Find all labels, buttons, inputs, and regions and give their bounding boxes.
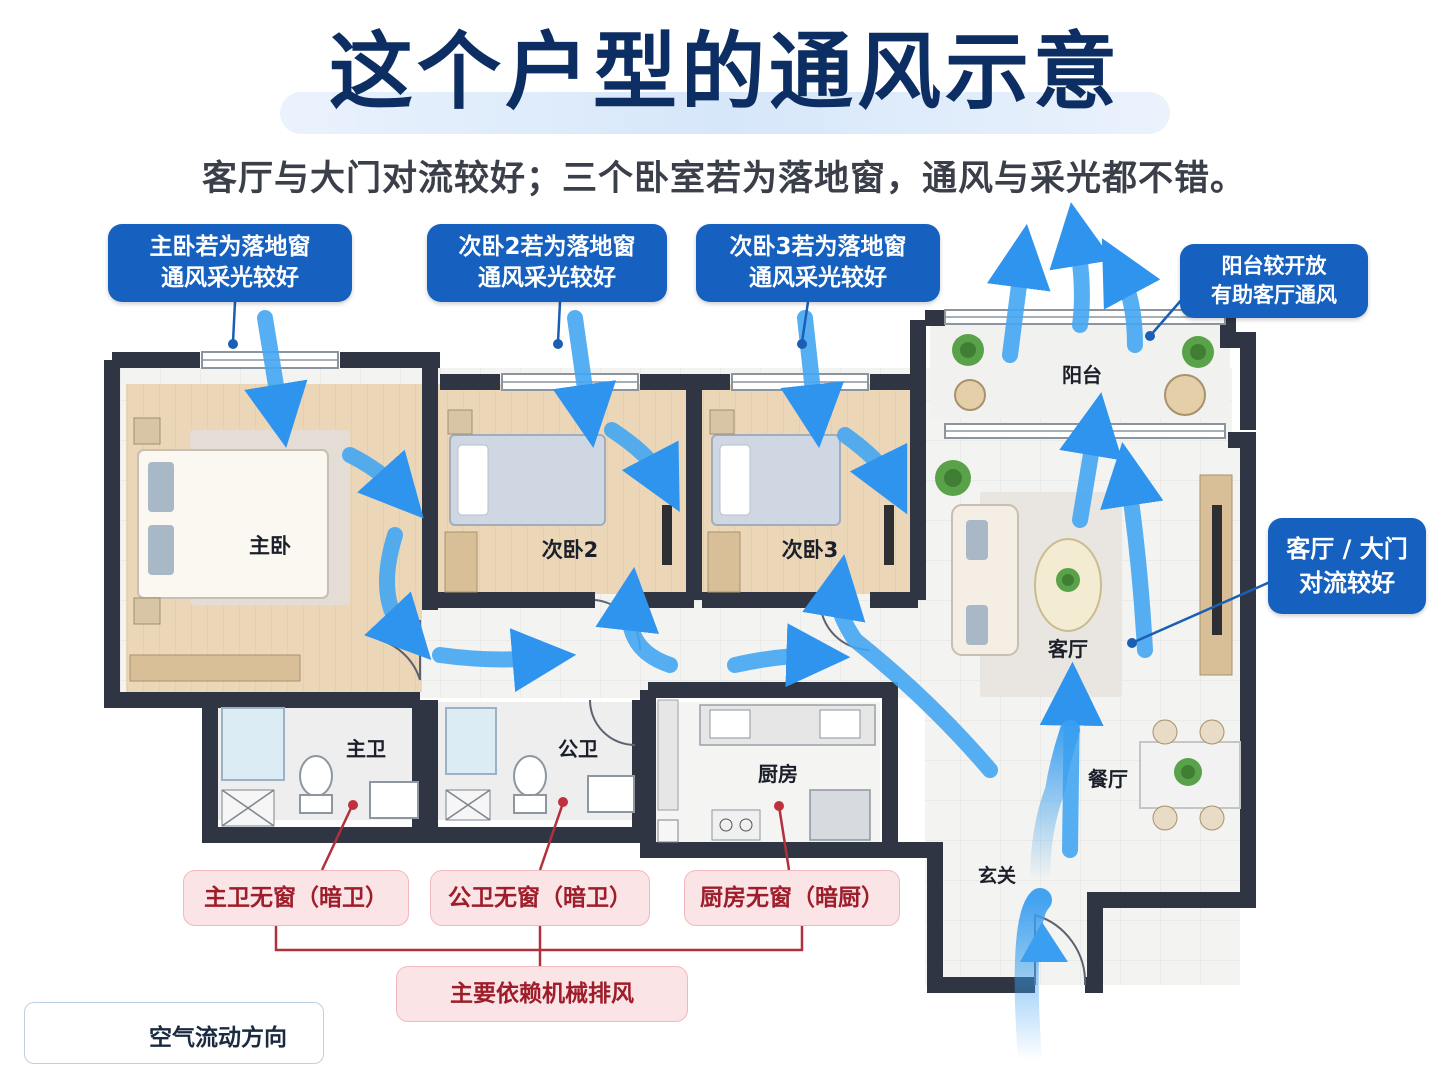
room-label-balcony: 阳台 [1062,363,1102,387]
callout-bedroom3: 次卧3若为落地窗通风采光较好 [696,224,940,302]
plant-icon [935,334,1214,786]
callout-dots [228,331,1155,648]
warning-public-bath: 公卫无窗（暗卫） [430,870,650,926]
warning-summary: 主要依赖机械排风 [396,966,688,1022]
room-label-bedroom2: 次卧2 [542,538,599,562]
page-subtitle: 客厅与大门对流较好；三个卧室若为落地窗，通风与采光都不错。 [201,159,1246,199]
room-label-bedroom3: 次卧3 [782,538,839,562]
legend: 空气流动方向 [24,1002,324,1064]
room-label-public-bath: 公卫 [558,737,598,761]
warning-kitchen: 厨房无窗（暗厨） [684,870,900,926]
walls [104,310,1256,993]
room-label-master-bedroom: 主卧 [249,534,291,558]
living-furniture [951,474,1241,831]
bath-fixtures [221,707,635,827]
page-title: 这个户型的通风示意 [328,23,1121,121]
callout-bedroom2: 次卧2若为落地窗通风采光较好 [427,224,667,302]
room-label-dining-room: 餐厅 [1088,767,1128,791]
callout-balcony: 阳台较开放有助客厅通风 [1180,244,1368,318]
legend-label: 空气流动方向 [149,1025,287,1051]
bed2-furniture [444,409,672,593]
title-block: 这个户型的通风示意 [280,22,1170,134]
kitchen-fixtures [657,699,876,843]
master-bed [129,417,350,682]
warning-leaders [274,802,804,966]
title-highlight [280,92,1170,134]
room-label-kitchen: 厨房 [758,762,798,786]
bed3-furniture [707,409,894,593]
balcony-furniture [954,374,1206,416]
room-label-master-bath: 主卫 [346,737,386,761]
room-label-entrance: 玄关 [978,864,1016,887]
airflow-arrows [244,202,1164,858]
callout-master-bedroom: 主卧若为落地窗通风采光较好 [108,224,352,302]
warning-master-bath: 主卫无窗（暗卫） [183,870,409,926]
callout-living-room: 客厅 / 大门对流较好 [1268,518,1426,614]
entrance-arrow [1014,720,1080,1072]
warning-dots [348,797,784,811]
room-label-living-room: 客厅 [1047,637,1088,661]
